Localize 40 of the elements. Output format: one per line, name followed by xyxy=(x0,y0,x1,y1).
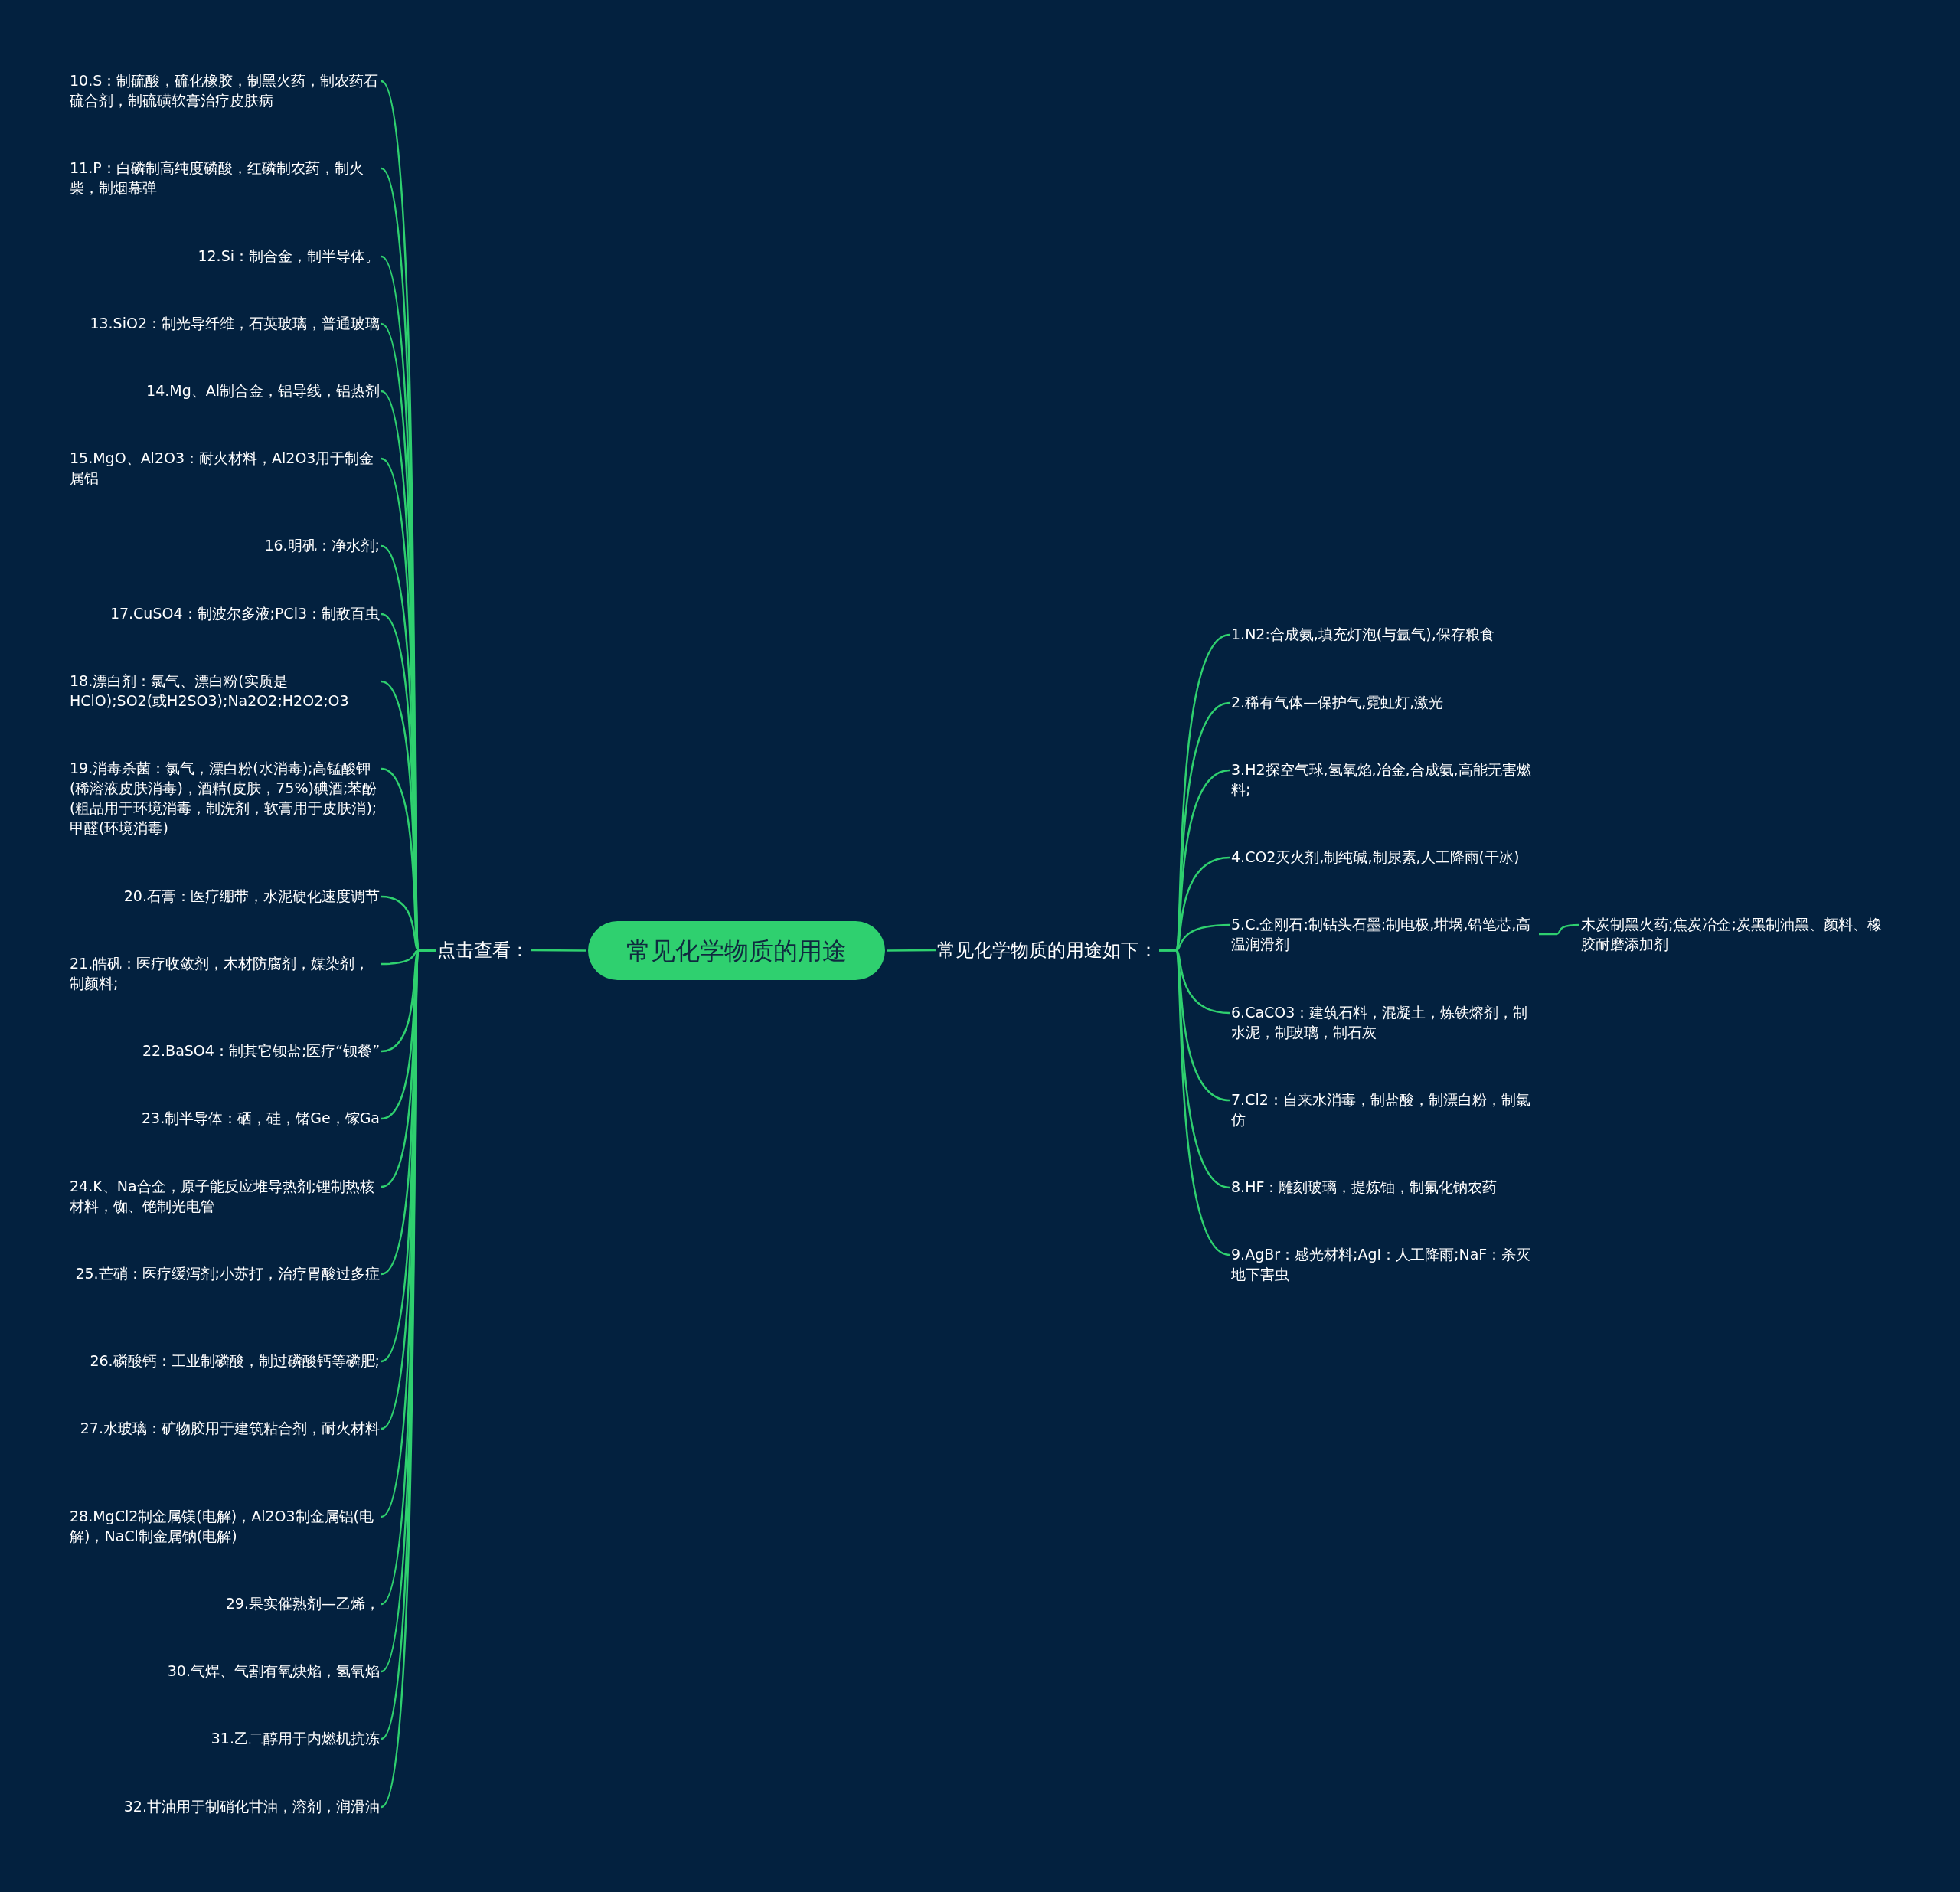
subtopic-text: 23.制半导体：硒，硅，锗Ge，镓Ga xyxy=(142,1108,380,1128)
connector-line xyxy=(1159,949,1230,1256)
subtopic-text: 31.乙二醇用于内燃机抗冻 xyxy=(211,1728,380,1748)
subtopic-text: 木炭制黑火药;焦炭冶金;炭黑制油黑、颜料、橡胶耐磨添加剂 xyxy=(1581,914,1887,954)
central-topic: 常见化学物质的用途 xyxy=(588,921,885,980)
subtopic-text: 18.漂白剂：氯气、漂白粉(实质是HClO);SO2(或H2SO3);Na2O2;H2O2;O3 xyxy=(70,671,380,711)
subtopic-text: 24.K、Na合金，原子能反应堆导热剂;锂制热核材料，铷、铯制光电管 xyxy=(70,1176,380,1216)
subtopic-text: 4.CO2灭火剂,制纯碱,制尿素,人工降雨(干冰) xyxy=(1231,847,1520,867)
subtopic-text: 8.HF：雕刻玻璃，提炼铀，制氟化钠农药 xyxy=(1231,1177,1498,1197)
connector-line xyxy=(1539,923,1580,936)
subtopic-text: 17.CuSO4：制波尔多液;PCl3：制敌百虫 xyxy=(109,603,380,623)
subtopic-text: 21.皓矾：医疗收敛剂，木材防腐剂，媒染剂，制颜料; xyxy=(70,953,380,993)
subtopic-text: 30.气焊、气割有氧炔焰，氢氧焰 xyxy=(167,1661,380,1681)
subtopic-text: 22.BaSO4：制其它钡盐;医疗“钡餐” xyxy=(142,1041,380,1060)
subtopic-text: 28.MgCl2制金属镁(电解)，Al2O3制金属铝(电解)，NaCl制金属钠(电解) xyxy=(70,1506,380,1546)
subtopic-text: 26.磷酸钙：工业制磷酸，制过磷酸钙等磷肥; xyxy=(90,1351,380,1371)
subtopic-text: 12.Si：制合金，制半导体。 xyxy=(198,246,380,266)
subtopic-text: 25.芒硝：医疗缓泻剂;小苏打，治疗胃酸过多症 xyxy=(75,1263,380,1283)
subtopic-text: 13.SiO2：制光导纤维，石英玻璃，普通玻璃 xyxy=(90,313,380,333)
subtopic-text: 2.稀有气体—保护气,霓虹灯,激光 xyxy=(1231,692,1444,712)
subtopic-text: 5.C.金刚石:制钻头石墨:制电极,坩埚,铅笔芯,高温润滑剂 xyxy=(1231,914,1537,954)
subtopic-text: 32.甘油用于制硝化甘油，溶剂，润滑油 xyxy=(123,1796,380,1816)
subtopic-text: 14.Mg、Al制合金，铝导线，铝热剂 xyxy=(146,381,380,400)
subtopic-text: 9.AgBr：感光材料;AgI：人工降雨;NaF：杀灭地下害虫 xyxy=(1231,1244,1537,1284)
subtopic-text: 16.明矾：净水剂; xyxy=(264,535,380,555)
subtopic-text: 7.Cl2：自来水消毒，制盐酸，制漂白粉，制氯仿 xyxy=(1231,1090,1537,1129)
subtopic-text: 20.石膏：医疗绷带，水泥硬化速度调节 xyxy=(123,886,380,906)
connector-line xyxy=(887,949,936,952)
subtopic-text: 27.水玻璃：矿物胶用于建筑粘合剂，耐火材料 xyxy=(80,1418,380,1438)
subtopic-text: 29.果实催熟剂—乙烯， xyxy=(225,1593,380,1613)
subtopic-text: 11.P：白磷制高纯度磷酸，红磷制农药，制火柴，制烟幕弹 xyxy=(70,158,380,198)
subtopic-text: 15.MgO、Al2O3：耐火材料，Al2O3用于制金属铝 xyxy=(70,448,380,488)
subtopic-text: 1.N2:合成氨,填充灯泡(与氩气),保存粮食 xyxy=(1231,624,1494,644)
subtopic-text: 19.消毒杀菌：氯气，漂白粉(水消毒);高锰酸钾(稀溶液皮肤消毒)，酒精(皮肤，75%)碘酒;苯酚(粗品用于环境消毒，制洗剂，软膏用于皮肤消);甲醛(环境消毒) xyxy=(70,758,380,838)
branch-topic: 常见化学物质的用途如下： xyxy=(937,939,1158,962)
subtopic-text: 6.CaCO3：建筑石料，混凝土，炼铁熔剂，制水泥，制玻璃，制石灰 xyxy=(1231,1002,1537,1042)
subtopic-text: 10.S：制硫酸，硫化橡胶，制黑火药，制农药石硫合剂，制硫磺软膏治疗皮肤病 xyxy=(70,70,380,110)
subtopic-text: 3.H2探空气球,氢氧焰,冶金,合成氨,高能无害燃料; xyxy=(1231,760,1537,799)
branch-topic: 点击查看： xyxy=(437,939,529,962)
connector-line xyxy=(531,949,586,952)
